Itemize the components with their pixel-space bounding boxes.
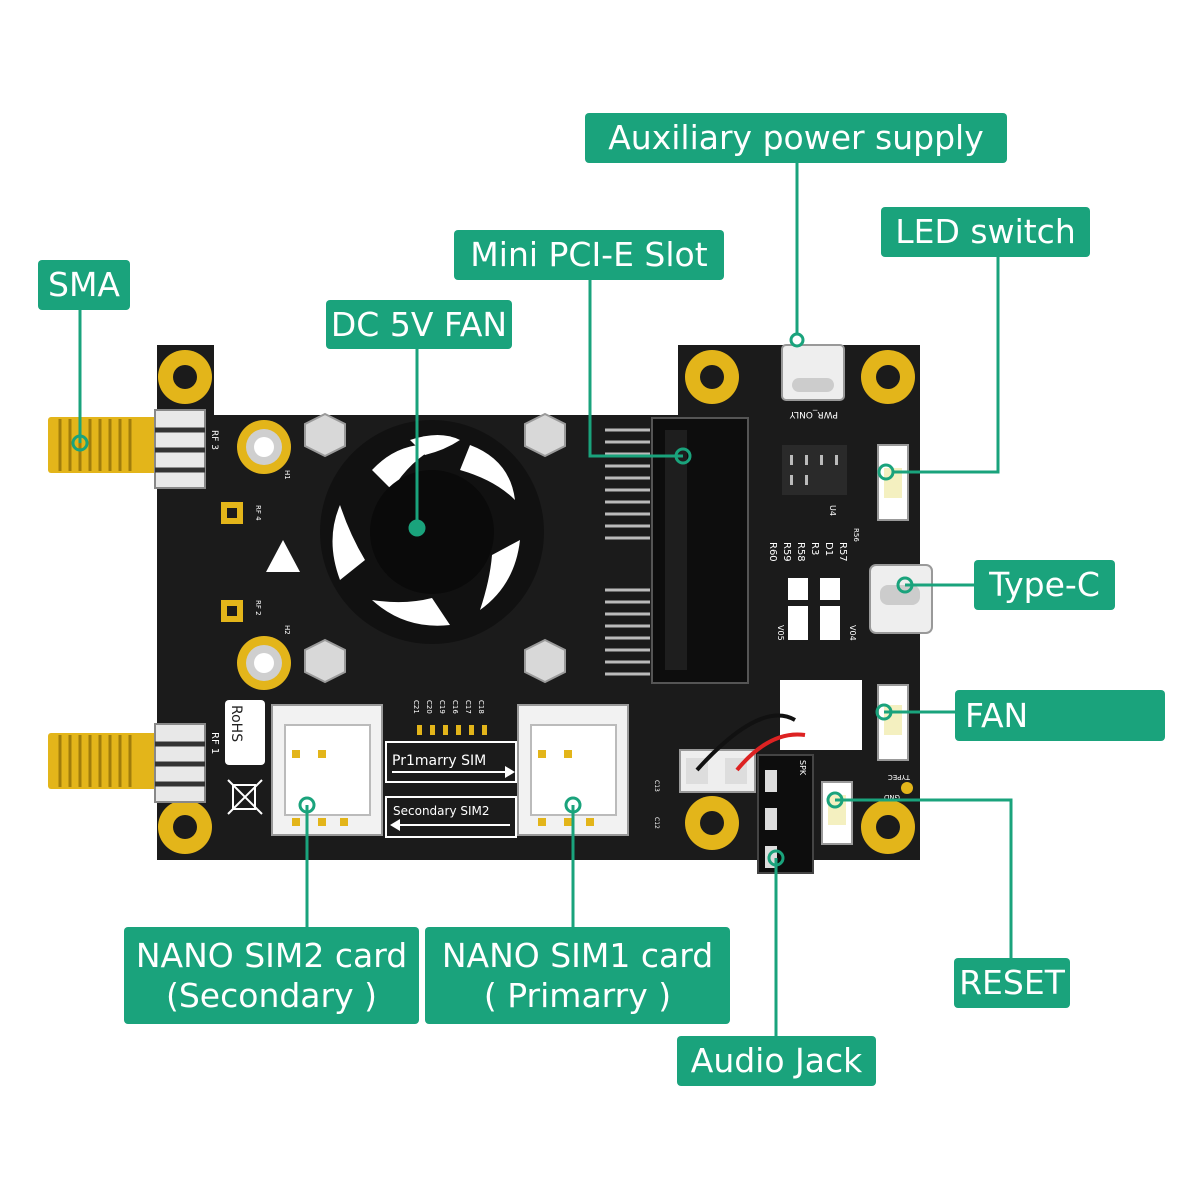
mosfets (788, 578, 840, 640)
label-reset: RESET (954, 958, 1070, 1008)
pcie-slot (605, 417, 749, 684)
c17-text: C17 (464, 700, 472, 714)
rf3-text: RF 3 (209, 430, 219, 450)
leader-pcie (588, 278, 683, 458)
fan-switch-part (877, 684, 909, 761)
u4-chip (782, 445, 847, 495)
spk-text: SPK (798, 760, 807, 776)
u4-text: U4 (828, 505, 837, 516)
c18-text: C18 (477, 700, 485, 714)
r57-text: R57 (837, 542, 848, 562)
label-sim1: NANO SIM1 card ( Primarry ) (425, 927, 730, 1024)
c13-text: C13 (653, 780, 660, 792)
gnd-text: GND (884, 793, 900, 801)
fan-standoffs (304, 412, 566, 684)
mounting-holes (158, 350, 915, 854)
fan-header (679, 713, 806, 793)
label-type-c: Type-C (974, 560, 1115, 610)
reset-button-part (821, 781, 853, 845)
r60-text: R60 (767, 542, 778, 562)
primary-sim-text: Pr1marry SIM (392, 753, 486, 769)
led-switch-part (877, 444, 909, 521)
r59-text: R59 (781, 542, 792, 562)
v05-text: V05 (776, 625, 785, 641)
sim1-slot (517, 704, 629, 836)
sma-connector-bottom (48, 723, 206, 803)
audio-jack-part (757, 754, 814, 874)
rf2-text: RF 2 (254, 600, 262, 616)
gnd-pad (901, 782, 913, 794)
c12-text: C12 (653, 817, 660, 829)
leader-dots (71, 332, 914, 867)
r56-text: R56 (852, 528, 860, 542)
typec-small-text: TYPEC (888, 773, 911, 781)
r58-text: R58 (795, 542, 806, 562)
h2-text: H2 (283, 625, 291, 635)
secondary-sim-text: Secondary SIM2 (393, 804, 490, 818)
label-dc-fan: DC 5V FAN (326, 300, 512, 349)
sim2-slot (271, 704, 383, 836)
r3-text: R3 (809, 542, 820, 555)
c16-text: C16 (451, 700, 459, 714)
leader-reset (835, 798, 1013, 960)
rohs-text: RoHS (228, 705, 244, 742)
label-fan: FAN (955, 690, 1165, 741)
fan (320, 420, 544, 644)
label-sma: SMA (38, 260, 130, 310)
rf1-text: RF 1 (209, 732, 220, 754)
c21-text: C21 (412, 700, 420, 714)
aux-type-c-port (781, 344, 845, 401)
c20-text: C20 (425, 700, 433, 714)
v04-text: V04 (848, 625, 857, 641)
label-led-switch: LED switch (881, 207, 1090, 257)
leader-lines (78, 162, 1013, 1038)
sim-silkscreen (385, 741, 517, 838)
shield-pad (780, 680, 862, 750)
h1-text: H1 (283, 470, 291, 480)
label-sim2: NANO SIM2 card (Secondary ) (124, 927, 419, 1024)
ufl-pads (221, 502, 243, 622)
rohs-mark (225, 700, 265, 765)
sma-connector-top (48, 409, 206, 489)
label-mini-pcie: Mini PCI-E Slot (454, 230, 724, 280)
d1-text: D1 (823, 542, 834, 556)
cap-row (417, 725, 487, 735)
c19-text: C19 (438, 700, 446, 714)
label-aux-power: Auxiliary power supply (585, 113, 1007, 163)
pwr-only-text: PWR_ONLY (789, 409, 838, 419)
leader-led-switch (893, 255, 1000, 474)
type-c-port (869, 564, 933, 634)
weee-mark (227, 779, 263, 815)
esd-mark (266, 540, 300, 572)
rf4-text: RF 4 (254, 505, 262, 521)
label-audio-jack: Audio Jack (677, 1036, 876, 1086)
